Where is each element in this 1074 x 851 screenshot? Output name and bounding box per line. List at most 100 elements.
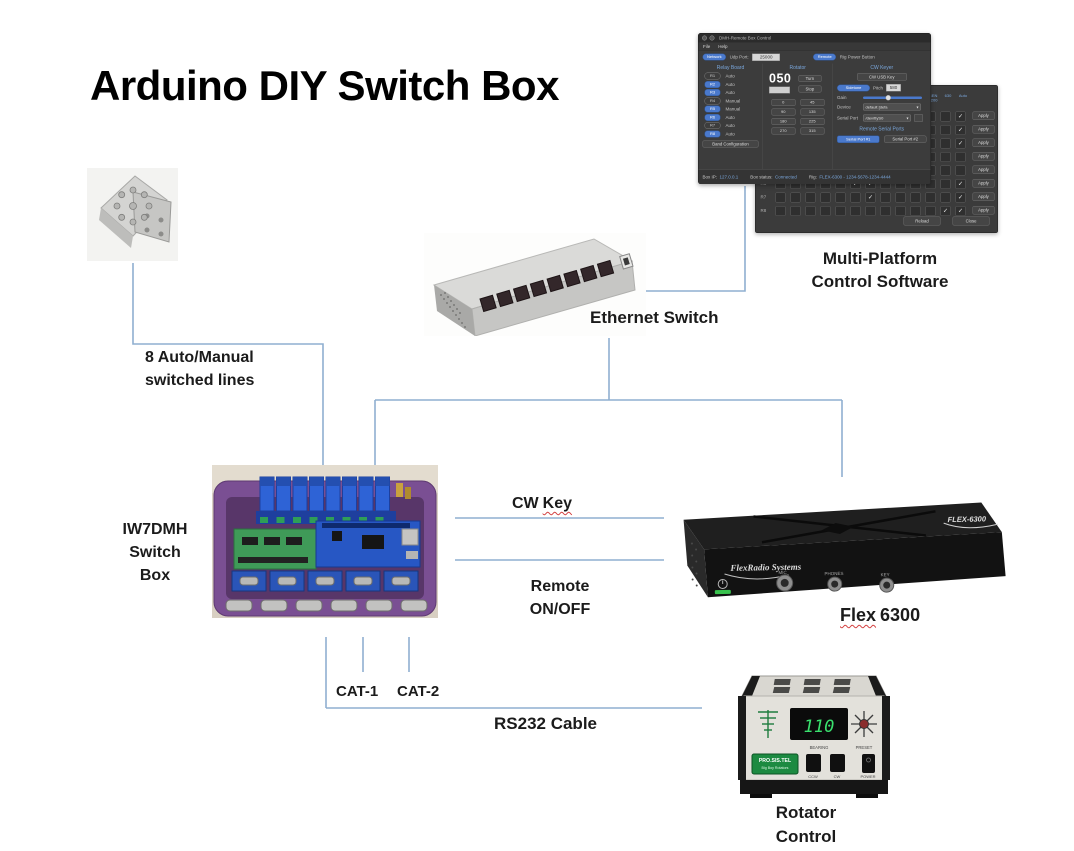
band-checkbox[interactable]: ✓ [955,125,966,135]
band-checkbox[interactable] [865,206,876,216]
serial-port-2-button[interactable]: Serial Port #2 [884,135,927,143]
reload-button[interactable]: Reload [903,216,941,226]
band-apply-button[interactable]: Apply [972,152,995,161]
rotator-preset-button-180[interactable]: 180 [771,118,796,125]
switched-lines-label: 8 Auto/Manual switched lines [145,349,255,389]
relay-button-R4[interactable]: R4 [704,97,721,105]
rotator-preset-button-0[interactable]: 0 [771,99,796,106]
relay-button-R1[interactable]: R1 [704,72,721,80]
rotator-stop-button[interactable]: Stop [798,85,822,93]
serial-port-refresh-button[interactable] [914,114,923,122]
rotator-preset-button-225[interactable]: 225 [800,118,825,125]
band-checkbox[interactable] [940,138,951,149]
serial-port-select[interactable]: /dev/ttyS0 ▾ [863,114,911,122]
band-checkbox[interactable]: ✓ [955,138,966,149]
relay-button-R5[interactable]: R5 [704,105,721,113]
band-checkbox[interactable] [940,192,951,203]
device-value: default [defa [865,104,888,110]
rotator-preset-button-135[interactable]: 135 [800,108,825,116]
flex-model-text: FLEX-6300 [948,514,987,524]
band-checkbox[interactable]: ✓ [955,111,966,122]
window-minimize-icon[interactable] [709,35,715,41]
band-checkbox[interactable] [775,192,786,203]
band-checkbox[interactable]: ✓ [865,192,876,203]
band-checkbox[interactable] [820,206,831,216]
band-checkbox[interactable] [910,206,921,216]
band-checkbox[interactable] [955,152,966,162]
relay-mode-label: Auto [725,123,735,129]
rotator-goto-input[interactable] [769,86,790,94]
band-checkbox[interactable] [880,192,891,203]
udp-port-input[interactable]: 25000 [752,53,781,61]
band-checkbox[interactable] [775,206,786,216]
relay-button-R8[interactable]: R8 [704,130,721,138]
sidetone-button[interactable]: Sidetone [837,84,870,92]
band-checkbox[interactable] [895,206,906,216]
band-checkbox[interactable] [925,206,936,216]
rotator-preset-button-90[interactable]: 90 [771,108,796,116]
relay-button-R3[interactable]: R3 [704,89,721,97]
cw-usb-key-button[interactable]: CW USB Key [856,73,907,81]
band-checkbox[interactable]: ✓ [955,206,966,216]
rotator-preset-label: PRESET [856,745,873,750]
band-apply-button[interactable]: Apply [972,179,995,188]
relay-button-R6[interactable]: R6 [704,113,721,121]
band-checkbox[interactable] [940,111,951,122]
status-bar: Box IP: 127.0.0.1 Box status: Connected … [698,169,931,184]
antenna-switch-photo [87,168,178,261]
band-checkbox[interactable] [850,192,861,203]
band-checkbox[interactable] [940,152,951,162]
chevron-down-icon: ▾ [916,104,919,110]
window-close-icon[interactable] [702,35,707,41]
rig-power-label: Rig Power Button [839,54,875,60]
relay-mode-label: Manual [725,106,741,112]
band-checkbox[interactable] [820,192,831,203]
band-configuration-button[interactable]: Band Configuration [702,140,759,148]
band-checkbox[interactable] [925,192,936,203]
band-apply-button[interactable]: Apply [972,192,995,201]
pitch-input[interactable]: 580 [886,84,902,92]
band-checkbox[interactable] [940,125,951,135]
band-apply-button[interactable]: Apply [972,138,995,147]
band-checkbox[interactable] [955,165,966,176]
band-apply-button[interactable]: Apply [972,111,995,120]
band-checkbox[interactable] [805,192,816,203]
band-checkbox[interactable] [790,206,801,216]
band-checkbox[interactable]: ✓ [940,206,951,216]
cw-keyer-header: CW Keyer [870,65,894,71]
gain-slider[interactable] [863,95,922,101]
serial-port-1-button[interactable]: Serial Port #1 [837,135,880,143]
band-checkbox[interactable] [805,206,816,216]
band-checkbox[interactable]: ✓ [955,179,966,189]
rotator-preset-button-270[interactable]: 270 [771,127,796,135]
band-checkbox[interactable] [895,192,906,203]
device-select[interactable]: default [defa ▾ [863,103,921,111]
band-checkbox[interactable] [850,206,861,216]
rotator-preset-button-45[interactable]: 45 [800,99,825,106]
band-checkbox[interactable] [835,192,846,203]
band-checkbox[interactable] [910,192,921,203]
relay-mode-label: Auto [725,131,735,137]
menu-file[interactable]: File [703,43,711,49]
gain-slider-thumb[interactable] [885,95,891,101]
band-apply-button[interactable]: Apply [972,206,995,215]
rotator-preset-button-315[interactable]: 315 [800,127,825,135]
band-checkbox[interactable] [835,206,846,216]
band-checkbox[interactable] [790,192,801,203]
relay-button-R7[interactable]: R7 [704,122,721,130]
network-button[interactable]: Network [702,53,727,61]
remote-button[interactable]: Remote [813,53,837,61]
rotator-turn-button[interactable]: Turn [798,75,822,82]
menu-help[interactable]: Help [718,43,728,49]
relay-button-R2[interactable]: R2 [704,80,721,88]
close-button[interactable]: Close [952,216,990,226]
band-checkbox[interactable] [940,179,951,189]
band-checkbox[interactable]: ✓ [955,192,966,203]
band-checkbox[interactable] [880,206,891,216]
band-apply-button[interactable]: Apply [972,165,995,174]
relay-row: R5 Manual [699,105,763,113]
band-checkbox[interactable] [940,165,951,176]
band-apply-button[interactable]: Apply [972,125,995,134]
